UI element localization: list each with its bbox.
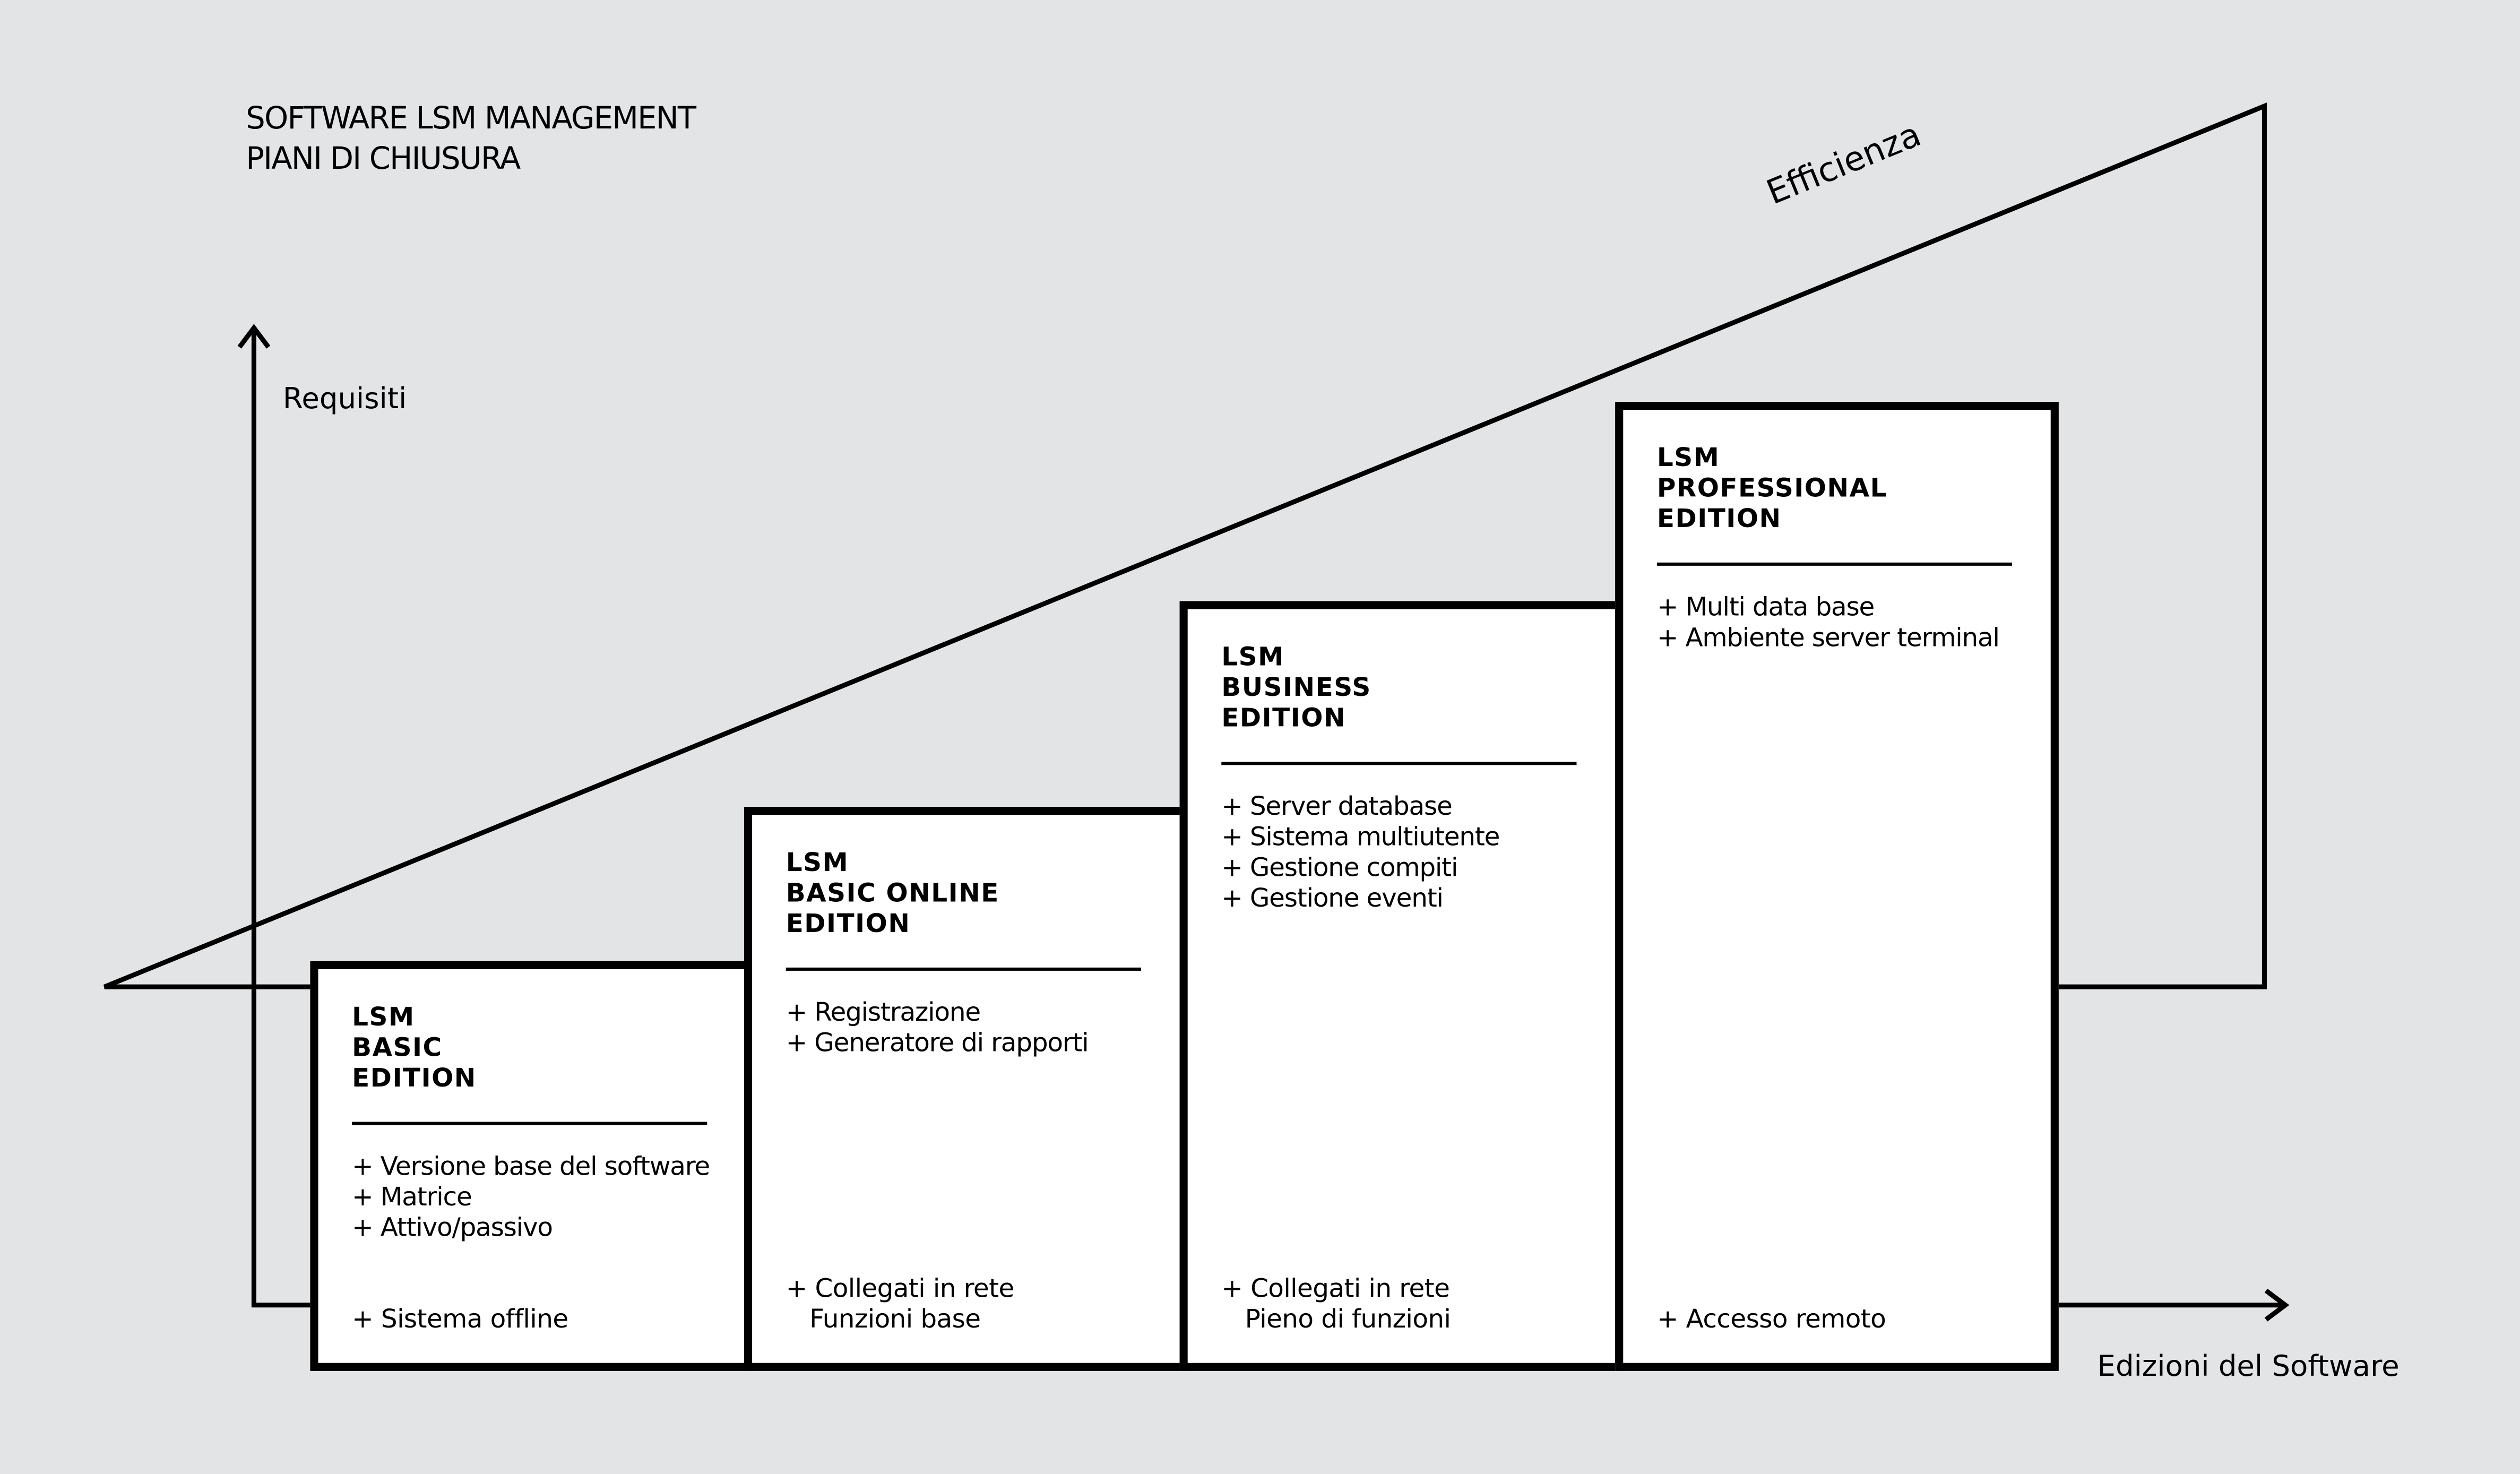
y-axis-arrow-icon — [237, 324, 271, 349]
edition-title-line: BASIC ONLINE — [786, 877, 999, 908]
divider — [1221, 762, 1577, 765]
edition-title-line: BUSINESS — [1221, 671, 1371, 703]
x-axis-arrow-icon — [2264, 1288, 2290, 1322]
edition-title-line: EDITION — [1221, 702, 1347, 733]
edition-title-line: BASIC — [352, 1031, 443, 1063]
x-axis-label: Edizioni del Software — [2097, 1350, 2400, 1384]
feature-item: + Gestione compiti — [1221, 851, 1458, 883]
edition-title-line: PROFESSIONAL — [1656, 472, 1887, 503]
connectivity-note: + Collegati in rete Pieno di funzioni — [1221, 1273, 1451, 1334]
efficiency-triangle — [103, 102, 2267, 989]
feature-item: + Server database — [1221, 790, 1453, 822]
title-line-1: SOFTWARE LSM MANAGEMENT — [246, 101, 696, 137]
feature-list: + Registrazione+ Generatore di rapporti — [786, 996, 1089, 1057]
connectivity-note: + Accesso remoto — [1656, 1303, 1886, 1334]
feature-item: + Matrice — [352, 1181, 472, 1212]
edition-title-line: EDITION — [1656, 503, 1782, 534]
feature-item: + Registrazione — [786, 996, 981, 1027]
edition-title-line: LSM — [1221, 641, 1284, 672]
feature-list: + Server database+ Sistema multiutente+ … — [1221, 790, 1500, 913]
feature-item: + Multi data base — [1656, 591, 1875, 622]
edition-title-line: EDITION — [786, 908, 911, 939]
divider — [352, 1122, 707, 1125]
connectivity-note: + Sistema offline — [352, 1303, 568, 1334]
edition-title-line: LSM — [786, 847, 849, 878]
feature-item: + Generatore di rapporti — [786, 1027, 1089, 1058]
y-axis — [251, 329, 310, 1308]
edition-title-line: LSM — [352, 1001, 415, 1032]
feature-list: + Multi data base+ Ambiente server termi… — [1656, 591, 2000, 653]
divider — [786, 967, 1141, 971]
title-line-2: PIANI DI CHIUSURA — [246, 141, 521, 177]
edition-title-line: EDITION — [352, 1062, 477, 1093]
page-title: SOFTWARE LSM MANAGEMENT PIANI DI CHIUSUR… — [246, 100, 696, 180]
divider — [1656, 562, 2013, 566]
feature-item: + Attivo/passivo — [352, 1212, 553, 1243]
feature-item: + Sistema multiutente — [1221, 821, 1500, 852]
connectivity-note: + Collegati in rete Funzioni base — [786, 1273, 1015, 1334]
feature-item: + Gestione eventi — [1221, 882, 1444, 913]
y-axis-label: Requisiti — [282, 382, 407, 417]
feature-list: + Versione base del software+ Matrice+ A… — [352, 1151, 710, 1243]
feature-item: + Versione base del software — [352, 1151, 710, 1182]
feature-item: + Ambiente server terminal — [1656, 622, 2000, 653]
edition-title-line: LSM — [1656, 442, 1720, 473]
